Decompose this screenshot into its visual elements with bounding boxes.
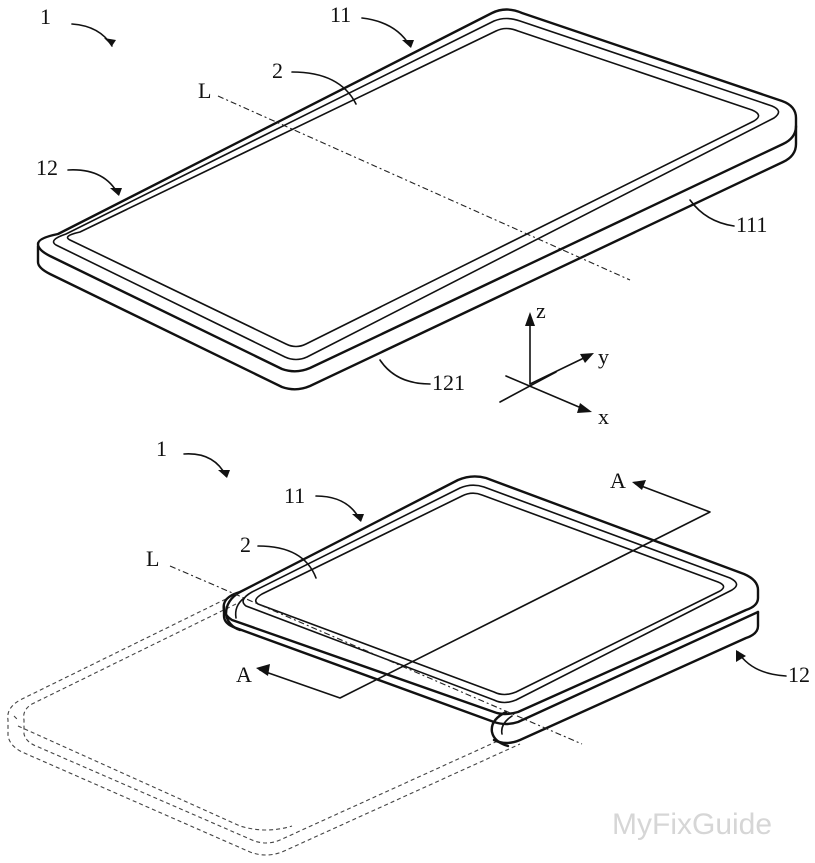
folded-screen <box>242 484 738 704</box>
arrow-housing-first-top <box>402 40 414 48</box>
unfolded-device <box>36 8 798 391</box>
folded-thickness-1 <box>222 604 760 726</box>
axis-label-z: z <box>536 298 546 323</box>
fold-bend-right <box>490 710 510 748</box>
ghost-outline-outer <box>7 595 521 856</box>
fold-line-top <box>217 95 631 281</box>
leader-device-top <box>71 23 113 47</box>
fold-line-bottom <box>169 565 583 745</box>
folded-top-outer <box>222 475 760 716</box>
axis-label-y: y <box>598 344 609 369</box>
label-section-top: A <box>610 468 626 493</box>
label-housing-first-top: 11 <box>330 2 351 27</box>
arrow-device-bottom <box>218 470 230 478</box>
housing-inner-rim <box>52 17 780 361</box>
leader-device-bottom <box>183 453 227 477</box>
ghost-outline-mid <box>13 715 293 831</box>
axes: z y x <box>499 298 609 429</box>
arrow-housing-first-bottom <box>352 514 364 522</box>
leader-housing-first-top <box>361 17 411 47</box>
fold-bend-left-inner <box>234 597 245 619</box>
y-axis <box>529 355 589 385</box>
label-section-bottom: A <box>236 662 252 687</box>
folded-device <box>7 475 760 856</box>
leader-housing-first-bottom <box>315 495 361 521</box>
label-housing-first-bottom: 11 <box>284 483 305 508</box>
axis-back <box>499 371 557 403</box>
label-housing-second-top: 12 <box>36 155 58 180</box>
fold-bend-right-inner <box>500 715 513 735</box>
section-arrow-bottom <box>256 664 270 676</box>
label-fold-line-top: L <box>198 78 211 103</box>
fold-bend-left <box>224 590 242 632</box>
x-axis-arrow <box>577 403 592 413</box>
ghost-outline-inner <box>23 603 501 844</box>
housing-thickness-edge <box>36 124 798 391</box>
watermark: MyFixGuide <box>612 808 772 841</box>
leader-housing-second-top <box>67 169 119 195</box>
label-screen-bottom: 2 <box>240 532 251 557</box>
leader-screen-top <box>291 71 357 105</box>
y-axis-arrow <box>580 353 594 363</box>
folded-screen-inner <box>254 492 725 696</box>
x-axis <box>505 375 587 411</box>
leader-edge-second <box>379 359 431 385</box>
bottom-annotations: 1 11 2 L A A 12 <box>146 436 810 687</box>
label-screen-top: 2 <box>272 58 283 83</box>
section-arrow-top <box>632 480 646 490</box>
label-fold-line-bottom: L <box>146 546 159 571</box>
arrow-housing-second-bottom <box>736 650 746 662</box>
section-line <box>259 483 711 699</box>
label-housing-second-bottom: 12 <box>788 662 810 687</box>
leader-screen-bottom <box>257 545 317 579</box>
housing-outer-top <box>36 8 798 373</box>
label-edge-second: 121 <box>432 370 465 395</box>
z-axis-arrow <box>525 312 535 326</box>
screen-outline <box>66 27 760 348</box>
axis-label-x: x <box>598 404 609 429</box>
label-device-bottom: 1 <box>156 436 167 461</box>
leader-edge-first <box>689 199 735 227</box>
arrow-housing-second-top <box>110 188 122 196</box>
top-annotations: 1 11 2 L 12 111 121 <box>36 2 767 395</box>
label-device-top: 1 <box>40 4 51 29</box>
label-edge-first: 111 <box>736 212 767 237</box>
arrow-device-top <box>104 38 116 46</box>
